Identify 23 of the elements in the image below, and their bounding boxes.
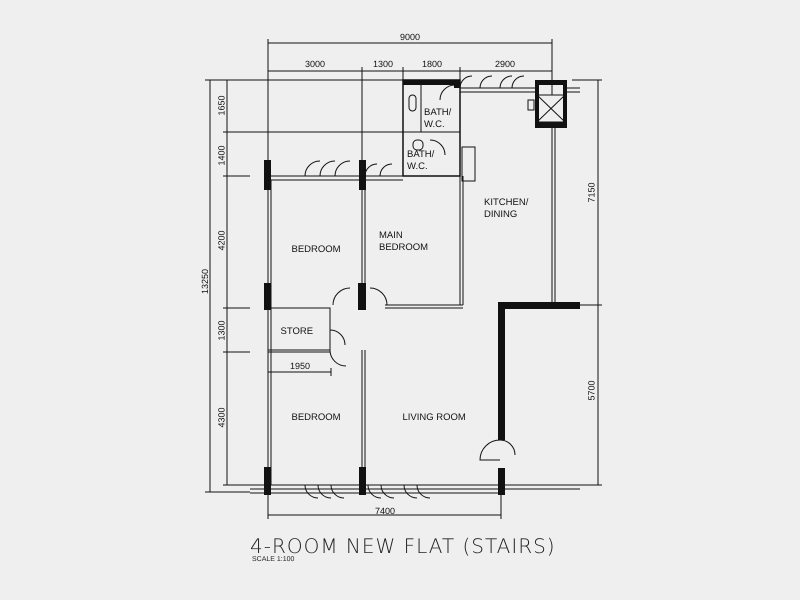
dimension-label: 9000 [400,32,420,42]
room-label: MAIN BEDROOM [379,230,430,254]
room-label: BATH/ W.C. [407,149,436,173]
dimension-label: 5700 [586,380,598,400]
dimension-label: 3000 [305,58,326,70]
dimension-label: 1950 [290,360,310,372]
dimension-label: 1800 [422,58,442,70]
room-label: BEDROOM [292,412,341,424]
dimension-label: 1650 [216,94,228,116]
room-label: STORE [280,326,314,338]
room-label: BEDROOM [292,244,341,256]
room-label: BATH/ W.C. [424,107,452,131]
dimension-label: 4300 [216,406,228,428]
room-label: LIVING ROOM [402,412,466,424]
dimension-label: 1300 [216,320,228,340]
dimension-label: 2900 [495,58,516,70]
dimension-label: 4200 [216,230,228,250]
dimension-label: 1400 [216,144,228,166]
dimension-label: 7400 [375,506,396,516]
dimension-label: 7150 [586,182,598,202]
dimension-label: 1300 [373,58,394,70]
dimension-label: 13250 [200,268,211,294]
room-label: KITCHEN/ DINING [484,197,530,221]
